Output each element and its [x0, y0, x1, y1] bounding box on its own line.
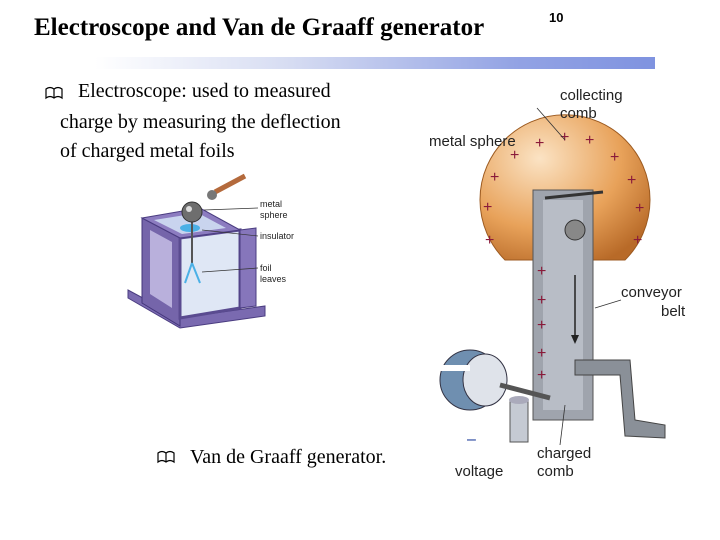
- label-voltage: voltage: [455, 463, 503, 480]
- plus-sign: +: [490, 169, 499, 186]
- plus-sign: +: [537, 263, 546, 280]
- label-conveyor: conveyor: [621, 284, 682, 301]
- label-collecting: collecting: [560, 87, 623, 104]
- plus-sign: +: [485, 232, 494, 249]
- electroscope-figure: metal sphere insulator foil leaves: [127, 173, 294, 329]
- label-sphere: sphere: [260, 210, 288, 220]
- book-bullet-icon: [45, 86, 63, 100]
- label-metal: metal: [260, 199, 282, 209]
- bullet-electroscope-line1: Electroscope: used to measured: [78, 80, 331, 102]
- bullet-electroscope-line3: of charged metal foils: [60, 140, 235, 162]
- plus-sign: +: [635, 200, 644, 217]
- label-charged-comb: comb: [537, 463, 574, 480]
- book-bullet-icon: [157, 450, 175, 464]
- plus-sign: +: [627, 172, 636, 189]
- plus-sign: +: [537, 317, 546, 334]
- label-collecting-comb: comb: [560, 105, 597, 122]
- page-number: 10: [549, 10, 564, 25]
- plus-sign: +: [585, 132, 594, 149]
- bullet-vdg: Van de Graaff generator.: [190, 446, 387, 468]
- label-metal-sphere: metal sphere: [429, 133, 516, 150]
- plus-sign: +: [535, 135, 544, 152]
- label-insulator: insulator: [260, 231, 294, 241]
- label-belt: belt: [661, 303, 686, 320]
- plus-sign: +: [483, 199, 492, 216]
- minus-sign: –: [467, 431, 476, 448]
- label-charged: charged: [537, 445, 591, 462]
- plus-sign: +: [610, 149, 619, 166]
- bullet-electroscope-line2: charge by measuring the deflection: [60, 111, 341, 133]
- plus-sign: +: [537, 345, 546, 362]
- plus-sign: +: [510, 147, 519, 164]
- van-de-graaff-figure: + + + + + + + + + + + + + + + + collecti…: [429, 87, 686, 480]
- label-foil: foil: [260, 263, 272, 273]
- title-underline-bar: [95, 57, 655, 69]
- label-leaves: leaves: [260, 274, 287, 284]
- slide-title: Electroscope and Van de Graaff generator: [34, 14, 485, 41]
- plus-sign: +: [537, 367, 546, 384]
- plus-sign: +: [633, 232, 642, 249]
- plus-sign: +: [560, 129, 569, 146]
- plus-sign: +: [537, 292, 546, 309]
